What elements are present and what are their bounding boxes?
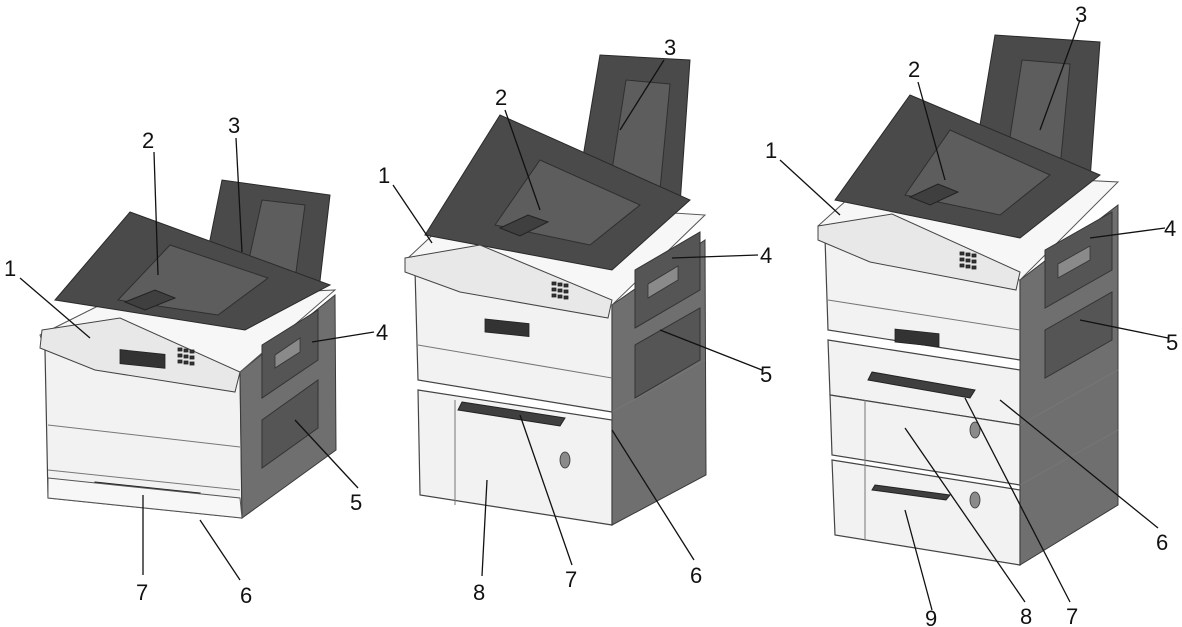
callout-number: 5 [1166,330,1178,355]
callouts-two-optional-trays: 1 2 3 4 5 6 7 8 9 [765,2,1178,627]
callout-number: 7 [565,567,577,592]
callout-number: 1 [765,138,777,163]
callout-number: 3 [1075,2,1087,27]
callout-number: 3 [228,113,240,138]
callout-number: 2 [142,128,154,153]
callout-number: 8 [1020,604,1032,627]
callout-number: 2 [908,57,920,82]
printer-two-optional-trays [817,34,1120,566]
printer-base-model [39,179,337,519]
control-panel [404,244,613,319]
callout-number: 6 [240,583,252,608]
leader-lines [19,19,1169,611]
callout-number: 6 [1156,530,1168,555]
printer-one-optional-tray [404,54,707,526]
callout-number: 8 [473,580,485,605]
callout-number: 5 [350,490,362,515]
callout-number: 7 [1066,604,1078,627]
callout-number: 4 [376,320,388,345]
callout-number: 7 [136,580,148,605]
standard-tray [47,477,243,519]
callout-number: 3 [664,35,676,60]
callout-number: 5 [760,362,772,387]
control-panel [817,213,1021,291]
callout-number: 1 [378,163,390,188]
manual-feeder [457,401,566,427]
callouts-base-model: 1 2 3 4 5 6 7 [4,113,388,608]
manual-feeder [867,371,976,399]
callout-number: 4 [1164,216,1176,241]
callout-number: 4 [760,243,772,268]
callouts-one-optional-tray: 1 2 3 4 5 6 7 8 [378,35,772,605]
callout-number: 1 [4,256,16,281]
callout-number: 9 [925,606,937,627]
callout-number: 2 [495,85,507,110]
callout-number: 6 [690,563,702,588]
